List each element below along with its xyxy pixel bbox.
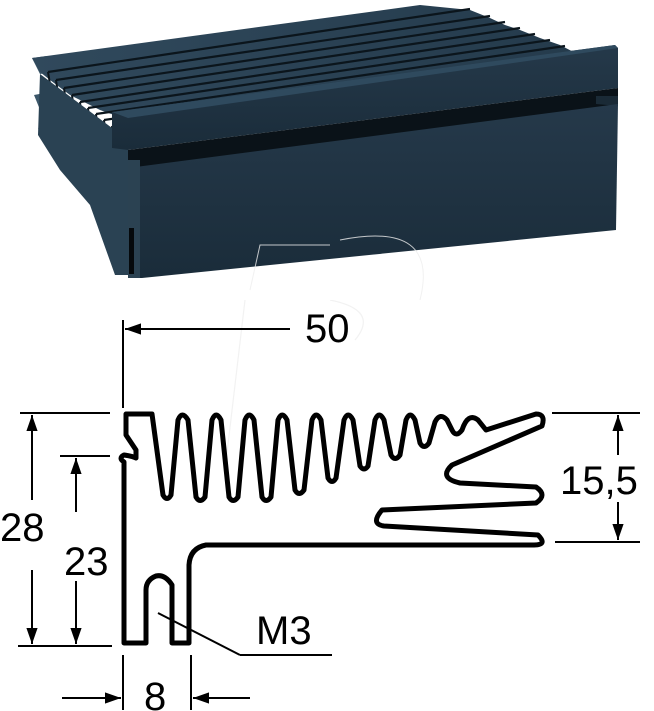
dimension-label-height-total: 28 [0,506,45,550]
dimension-fin-height: 15,5 [552,412,640,543]
groove [128,88,618,170]
front-rail-top-edge [112,45,618,118]
dimension-height-base: 23 [60,455,110,644]
profile-drawing: 50 28 23 15,5 [0,300,640,711]
base-side [38,74,128,275]
dimension-width: 50 [122,307,350,408]
thread-callout: M3 [157,609,332,656]
dimension-label-height-base: 23 [64,540,109,584]
heatsink-photo [32,5,618,300]
dimension-label-width: 50 [305,307,350,351]
thread-label: M3 [256,609,312,653]
dimension-mount-width: 8 [62,655,250,711]
mount-slot [129,228,134,274]
dimension-height-total: 28 [0,412,112,647]
heatsink-profile-outline [118,411,546,646]
watermark [249,235,424,300]
front-block [128,104,618,278]
dimension-label-fin-height: 15,5 [560,459,638,503]
dimension-label-mount-width: 8 [144,675,166,711]
front-rail [112,45,618,150]
